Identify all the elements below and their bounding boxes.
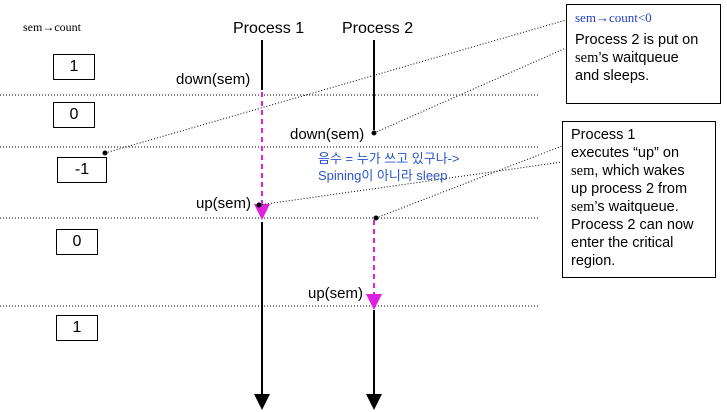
count-box-1: 1	[53, 54, 95, 80]
note1-line2: sem’s waitqueue	[575, 50, 679, 66]
count-box-3: -1	[57, 157, 107, 183]
callout-p2down-to-note1	[373, 47, 567, 134]
note-sem-count-negative: sem→count<0 Process 2 is put on sem’s wa…	[566, 4, 721, 104]
callout-p2wake-to-note2	[375, 145, 563, 219]
count-box-5: 1	[56, 315, 98, 341]
note1-line1: Process 2 is put on	[575, 32, 699, 48]
note2-line1: Process 1	[571, 127, 636, 143]
note2-line6: Process 2 can now	[571, 217, 694, 233]
korean-note-line1: 음수 = 누가 쓰고 있구나->	[318, 151, 460, 166]
callout-count-to-note1	[104, 19, 567, 154]
note1-line3: and sleeps.	[575, 68, 650, 84]
note2-line2: executes “up” on	[571, 145, 680, 161]
note2-line4: up process 2 from	[571, 181, 688, 197]
p2-down-label: down(sem)	[290, 126, 365, 143]
count-box-2: 0	[53, 102, 95, 128]
p1-down-label: down(sem)	[176, 71, 251, 88]
sem-count-header: sem→count	[23, 20, 81, 34]
count-box-4: 0	[56, 229, 98, 255]
note1-heading: sem→count<0	[575, 10, 652, 25]
process2-title: Process 2	[342, 20, 414, 37]
p1-up-label: up(sem)	[196, 195, 252, 212]
note-process1-up: Process 1 executes “up” on sem, which wa…	[562, 121, 716, 278]
note2-line3: sem, which wakes	[571, 163, 685, 179]
note2-line8: region.	[571, 253, 616, 269]
note2-line5: sem’s waitqueue.	[571, 199, 679, 215]
note2-line7: enter the critical	[571, 235, 674, 251]
p2-up-label: up(sem)	[308, 285, 364, 302]
korean-note-line2: Spining이 아니라 sleep	[318, 168, 448, 183]
callout-p1up-to-note2	[258, 161, 563, 206]
process1-title: Process 1	[233, 20, 305, 37]
